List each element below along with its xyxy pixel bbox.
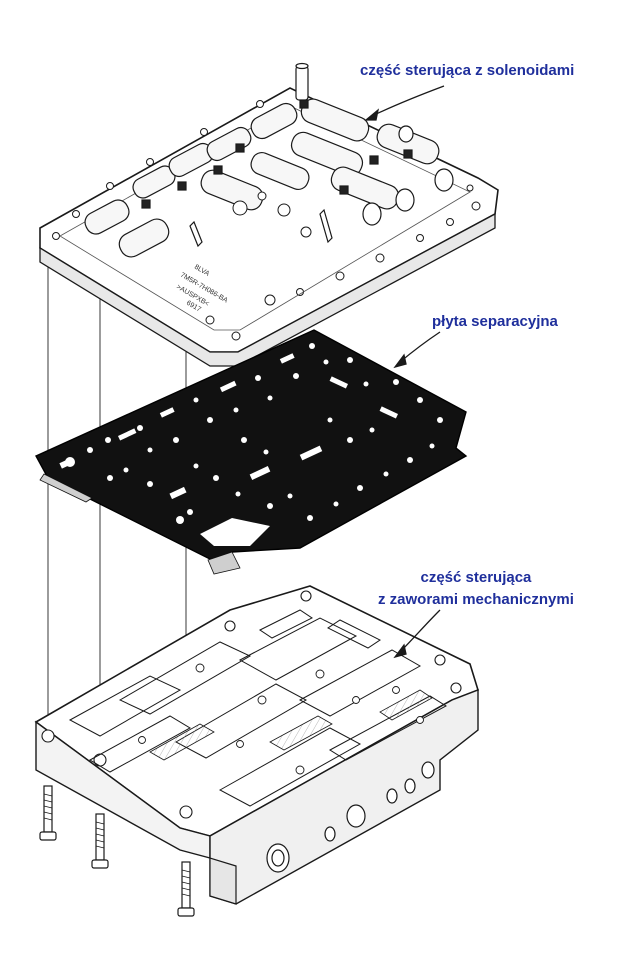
- solenoid-control-section: 8LVA 7M5R-7H086-BA >AUSPXB< 6917: [39, 62, 499, 367]
- label-solenoid-section: część sterująca z solenoidami: [360, 62, 575, 79]
- label-mechanical-line1: część sterująca: [420, 569, 532, 586]
- bolt-2: [91, 813, 109, 869]
- arrow-solenoid-section: [371, 85, 445, 117]
- mounting-bolts: [39, 785, 195, 917]
- leader-arrows: [364, 85, 445, 659]
- bolt-1: [39, 785, 57, 841]
- bolt-3: [177, 861, 195, 917]
- label-mechanical-section: część sterująca z zaworami mechanicznymi: [378, 567, 574, 611]
- separator-plate: [35, 329, 468, 575]
- mechanical-valve-section: [34, 585, 479, 905]
- label-mechanical-line2: z zaworami mechanicznymi: [378, 591, 574, 608]
- arrow-separator-plate: [399, 331, 441, 363]
- label-separator-plate: płyta separacyjna: [432, 313, 558, 330]
